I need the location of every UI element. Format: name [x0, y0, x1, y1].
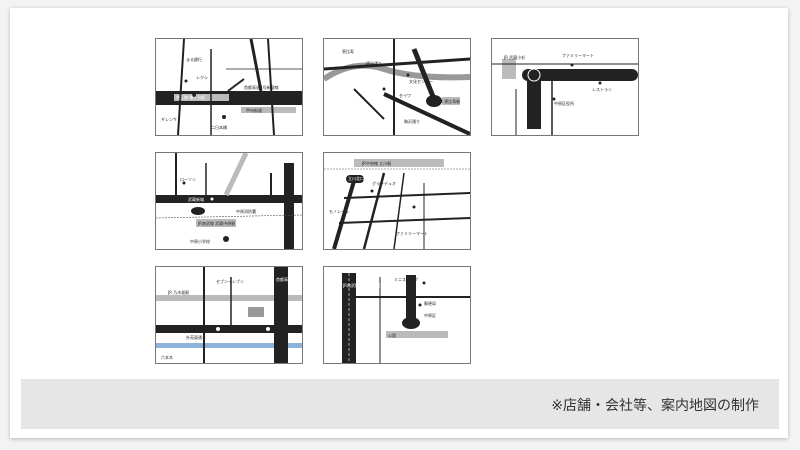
map-label: セイワ — [399, 93, 411, 98]
map-label: 中原小学校 — [190, 238, 210, 244]
map-label: ファミリーマート — [562, 53, 594, 58]
map-label: 甲州街道 — [246, 107, 262, 113]
map-label: 首都高速4号新宿線 — [244, 84, 279, 90]
map-label: 中原区 — [424, 312, 436, 318]
map-label: 明治通り — [366, 60, 382, 66]
map-label: セブンイレブン — [216, 278, 244, 284]
map-label: 京王線 幡ヶ谷駅 — [176, 94, 205, 100]
map-label: 公園 — [388, 332, 396, 338]
map-thumbnail[interactable]: JR南武線 武蔵中原駅 ミニストップ 郵便局 公園 中原区 — [323, 266, 471, 364]
map-thumbnail[interactable]: JR 武蔵小杉 ファミリーマート 中原区役所 レストラン — [491, 38, 639, 136]
map-thumbnail[interactable]: まる銀行 レクシ ギレンサ 京王線 幡ヶ谷駅 首都高速4号新宿線 甲州街道 二日… — [155, 38, 303, 136]
map-label: JR 武蔵小杉 — [503, 54, 525, 60]
caption-bar: ※店舗・会社等、案内地図の制作 — [21, 379, 779, 429]
map-6-drawing: JR 乃木坂駅 首都高速 セブンイレブン 外苑東通り 六本木 — [156, 267, 302, 363]
map-thumbnail[interactable]: JR中央線 立川駅 グランデュオ 立川北口 モノレール ファミリーマート — [323, 152, 471, 250]
map-label: ファミリーマート — [396, 231, 428, 236]
map-label: 二日本橋 — [211, 124, 227, 130]
map-label: 恵比寿 — [342, 48, 354, 54]
map-4-drawing: ローソン 武蔵新城 中原消防署 JR南武線 武蔵中原駅 中原小学校 — [156, 153, 302, 249]
map-5-drawing: JR中央線 立川駅 グランデュオ 立川北口 モノレール ファミリーマート — [324, 159, 470, 249]
map-label: 駒沢通り — [404, 118, 420, 124]
map-label: JR南武線 武蔵中原駅 — [197, 220, 235, 226]
map-label: 中原消防署 — [236, 208, 256, 214]
map-label: 六本木 — [161, 354, 173, 360]
map-1-drawing: まる銀行 レクシ ギレンサ 京王線 幡ヶ谷駅 首都高速4号新宿線 甲州街道 二日… — [156, 39, 302, 135]
map-label: ギレンサ — [161, 117, 177, 122]
map-thumbnail[interactable]: ローソン 武蔵新城 中原消防署 JR南武線 武蔵中原駅 中原小学校 — [155, 152, 303, 250]
map-label: ミニストップ — [394, 276, 418, 282]
map-label: モノレール — [329, 209, 349, 214]
map-label: JR 恵比寿駅 — [438, 98, 460, 104]
map-label: レクシ — [196, 74, 208, 80]
map-label: レストラン — [592, 86, 612, 92]
map-label: 立川北口 — [348, 175, 364, 181]
map-thumbnail[interactable]: 恵比寿 明治通り 文化センター JR 恵比寿駅 駒沢通り セイワ — [323, 38, 471, 136]
map-3-drawing: JR 武蔵小杉 ファミリーマート 中原区役所 レストラン — [492, 53, 638, 135]
map-label: 首都高速 — [276, 276, 292, 282]
map-label: 文化センター — [409, 78, 433, 84]
map-label: 武蔵新城 — [188, 196, 204, 202]
map-2-drawing: 恵比寿 明治通り 文化センター JR 恵比寿駅 駒沢通り セイワ — [324, 39, 470, 135]
map-label: 郵便局 — [424, 300, 436, 306]
map-label: JR中央線 立川駅 — [361, 160, 391, 166]
caption-text: ※店舗・会社等、案内地図の制作 — [551, 398, 759, 414]
content-card: まる銀行 レクシ ギレンサ 京王線 幡ヶ谷駅 首都高速4号新宿線 甲州街道 二日… — [10, 8, 788, 438]
map-label: JR南武線 武蔵中原駅 — [342, 282, 380, 288]
map-label: 外苑東通り — [186, 334, 206, 340]
map-label: ローソン — [180, 177, 196, 182]
map-7-drawing: JR南武線 武蔵中原駅 ミニストップ 郵便局 公園 中原区 — [342, 273, 470, 363]
map-thumbnail[interactable]: JR 乃木坂駅 首都高速 セブンイレブン 外苑東通り 六本木 — [155, 266, 303, 364]
map-label: JR 乃木坂駅 — [167, 289, 189, 295]
map-label: まる銀行 — [186, 56, 202, 62]
map-label: 中原区役所 — [554, 100, 574, 106]
map-label: グランデュオ — [372, 180, 396, 186]
